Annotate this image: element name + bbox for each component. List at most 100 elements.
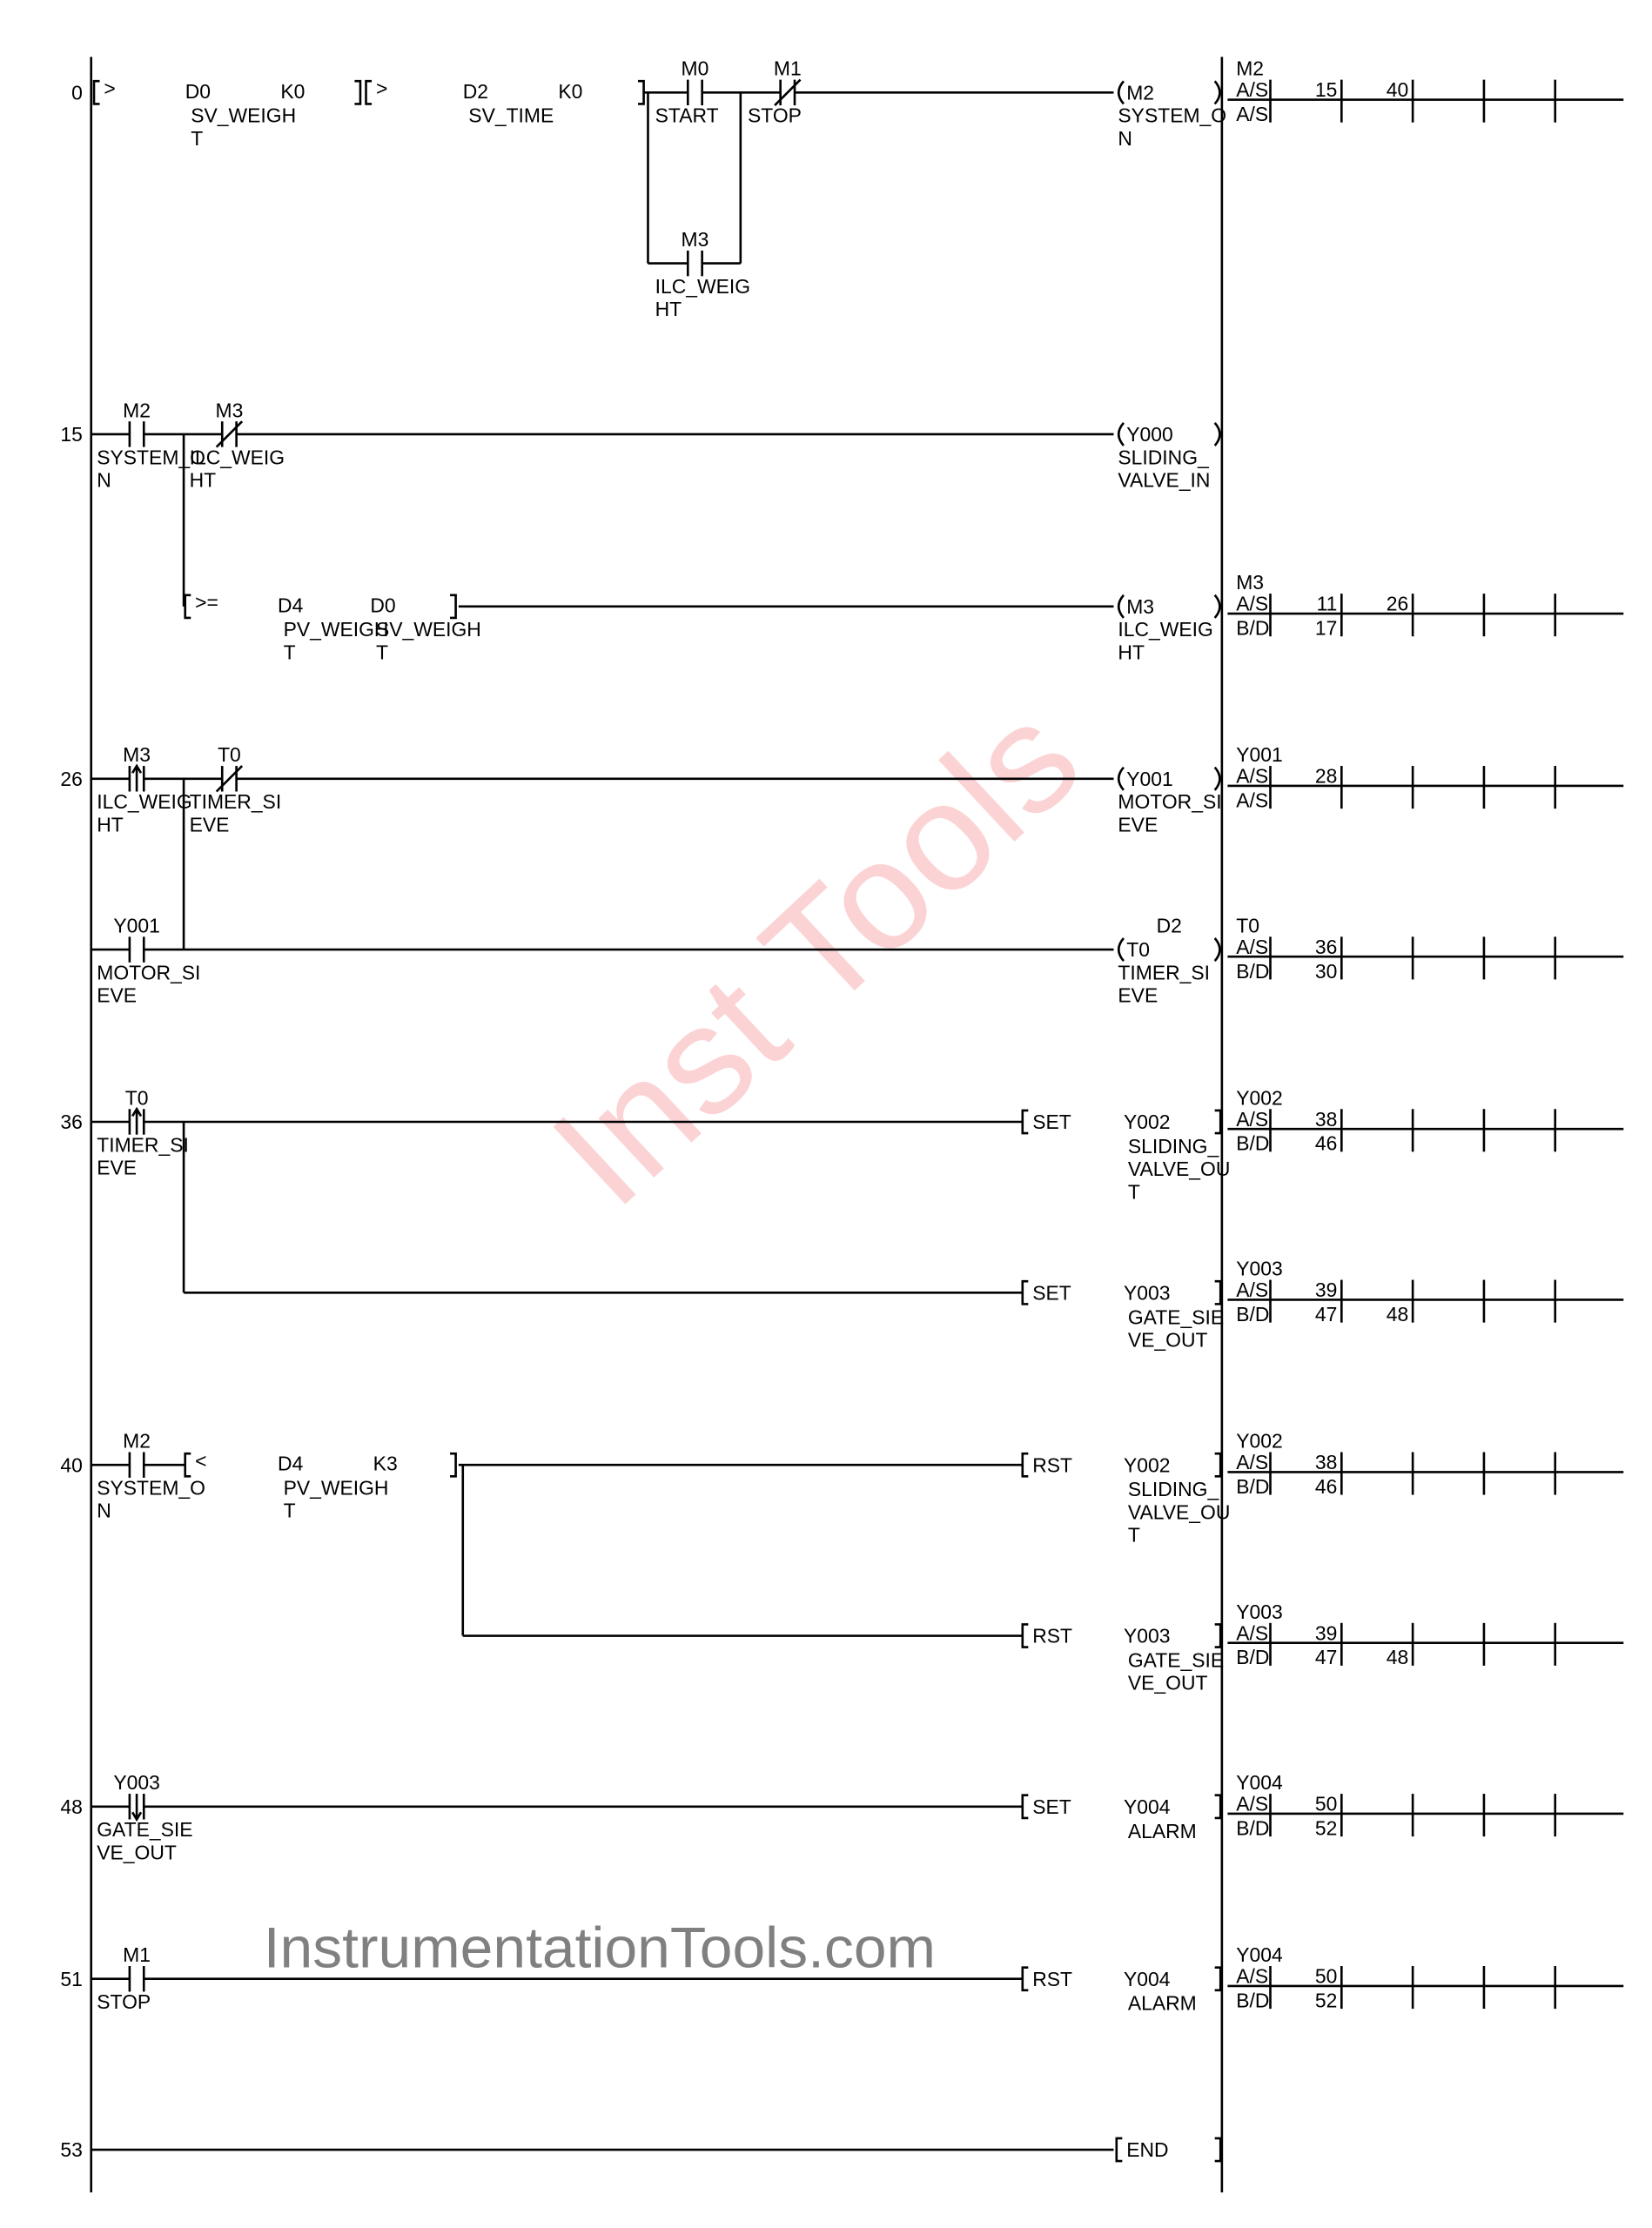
- cross-reference-block: [1227, 1452, 1624, 1495]
- step-number: 53: [60, 2138, 82, 2161]
- contact-gap: [129, 430, 144, 439]
- compare-comment: SV_TIME: [468, 104, 554, 127]
- compare-source-1: D4: [278, 1453, 304, 1475]
- compare-operator: >: [104, 77, 115, 100]
- instruction-device: Y004: [1124, 1968, 1171, 1990]
- compare-comment: T: [284, 641, 296, 663]
- coil-comment: ILC_WEIG: [1118, 618, 1212, 641]
- timer-setpoint: D2: [1157, 914, 1182, 936]
- contact-comment: GATE_SIE: [97, 1818, 192, 1841]
- compare-comment: SV_WEIGH: [191, 104, 296, 127]
- cross-ref-row-label: B/D: [1236, 1817, 1269, 1840]
- compare-operator: <: [195, 1449, 206, 1472]
- arrow-head: [131, 763, 143, 774]
- cross-reference-block: [1227, 936, 1624, 980]
- coil-comment: SLIDING_: [1118, 446, 1209, 468]
- cross-ref-step: 38: [1315, 1451, 1337, 1473]
- contact-comment: HT: [190, 468, 217, 491]
- instruction-comment: SLIDING_: [1128, 1135, 1219, 1158]
- instruction-close-bracket: [1214, 2137, 1222, 2163]
- compare-operator: >=: [195, 591, 218, 614]
- compare-comment: T: [376, 641, 388, 663]
- instruction-comment: VE_OUT: [1128, 1328, 1208, 1351]
- arrow-head: [131, 1106, 143, 1117]
- contact-comment: SYSTEM_O: [97, 446, 205, 468]
- instruction-close-bracket: [1214, 1279, 1222, 1305]
- cross-ref-device: Y002: [1236, 1086, 1282, 1109]
- contact-device: M3: [682, 228, 709, 251]
- cross-ref-row-label: A/S: [1236, 1621, 1268, 1644]
- contact-comment: SYSTEM_O: [97, 1477, 205, 1500]
- cross-ref-row-label: A/S: [1236, 936, 1268, 958]
- cross-ref-step: 36: [1315, 936, 1337, 958]
- cross-reference-block: [1227, 1109, 1624, 1152]
- compare-source-2: K0: [558, 80, 582, 103]
- contact-comment: MOTOR_SI: [97, 961, 200, 983]
- instruction-device: Y003: [1124, 1625, 1170, 1648]
- cross-ref-step: 39: [1315, 1278, 1337, 1301]
- compare-source-1: D0: [185, 80, 211, 103]
- compare-open-bracket: [184, 594, 191, 620]
- nc-slash-icon: [215, 420, 244, 448]
- coil-close-paren: [1213, 937, 1221, 963]
- coil-device: Y000: [1126, 423, 1172, 446]
- instruction-op: SET: [1032, 1795, 1071, 1818]
- compare-comment: T: [191, 127, 203, 150]
- cross-ref-step: 40: [1387, 78, 1408, 101]
- contact-comment: N: [97, 468, 111, 491]
- instruction-device: Y002: [1124, 1111, 1170, 1133]
- cross-ref-device: Y003: [1236, 1601, 1282, 1623]
- contact-comment: VE_OUT: [97, 1841, 177, 1863]
- compare-close-bracket: [450, 1452, 457, 1478]
- instruction-open-bracket: [1115, 2137, 1123, 2163]
- coil-comment: MOTOR_SI: [1118, 790, 1221, 813]
- contact-comment: ILC_WEIG: [655, 275, 750, 298]
- cross-ref-step: 48: [1387, 1646, 1408, 1668]
- contact-device: M1: [774, 57, 802, 80]
- compare-close-bracket: [638, 79, 645, 105]
- cross-ref-row-label: B/D: [1236, 1132, 1269, 1155]
- instruction-open-bracket: [1021, 1279, 1029, 1305]
- cross-ref-row-label: A/S: [1236, 103, 1268, 125]
- cross-ref-step: 28: [1315, 765, 1337, 788]
- contact-gap: [688, 88, 702, 97]
- cross-ref-row-label: A/S: [1236, 1451, 1268, 1473]
- compare-comment: T: [284, 1500, 296, 1522]
- contact-comment: START: [655, 104, 719, 127]
- cross-ref-device: M2: [1236, 57, 1264, 80]
- instruction-comment: VALVE_OU: [1128, 1500, 1230, 1523]
- contact-comment: EVE: [190, 813, 230, 836]
- compare-comment: SV_WEIGH: [376, 618, 481, 641]
- instruction-comment: GATE_SIE: [1128, 1305, 1224, 1328]
- contact-device: M3: [216, 399, 244, 421]
- step-number: 26: [60, 768, 82, 790]
- cross-ref-row-label: A/S: [1236, 765, 1268, 788]
- contact-comment: EVE: [97, 984, 137, 1007]
- instruction-device: Y002: [1124, 1453, 1170, 1476]
- compare-open-bracket: [365, 79, 373, 105]
- cross-reference-block: [1227, 1622, 1624, 1666]
- coil-comment: EVE: [1118, 813, 1158, 836]
- cross-ref-row-label: B/D: [1236, 1475, 1269, 1498]
- compare-source-2: K0: [280, 80, 305, 103]
- cross-reference-block: [1227, 1279, 1624, 1323]
- cross-ref-row-label: A/S: [1236, 789, 1268, 811]
- step-number: 40: [60, 1453, 82, 1476]
- cross-ref-row-label: B/D: [1236, 960, 1269, 983]
- cross-ref-device: M3: [1236, 571, 1264, 594]
- coil-comment: TIMER_SI: [1118, 961, 1210, 983]
- contact-comment: STOP: [748, 104, 802, 127]
- instruction-close-bracket: [1214, 1966, 1222, 1992]
- coil-device: Y001: [1126, 768, 1172, 790]
- contact-device: T0: [218, 743, 241, 766]
- coil-comment: EVE: [1118, 984, 1158, 1007]
- coil-open-paren: [1117, 766, 1125, 791]
- instruction-open-bracket: [1021, 1794, 1029, 1820]
- cross-ref-row-label: A/S: [1236, 1278, 1268, 1301]
- compare-comment: PV_WEIGH: [284, 1477, 389, 1500]
- instruction-comment: T: [1128, 1180, 1140, 1203]
- coil-open-paren: [1117, 80, 1125, 105]
- cross-ref-step: 17: [1315, 617, 1337, 640]
- instruction-comment: ALARM: [1128, 1992, 1197, 2015]
- contact-device: Y003: [113, 1771, 159, 1794]
